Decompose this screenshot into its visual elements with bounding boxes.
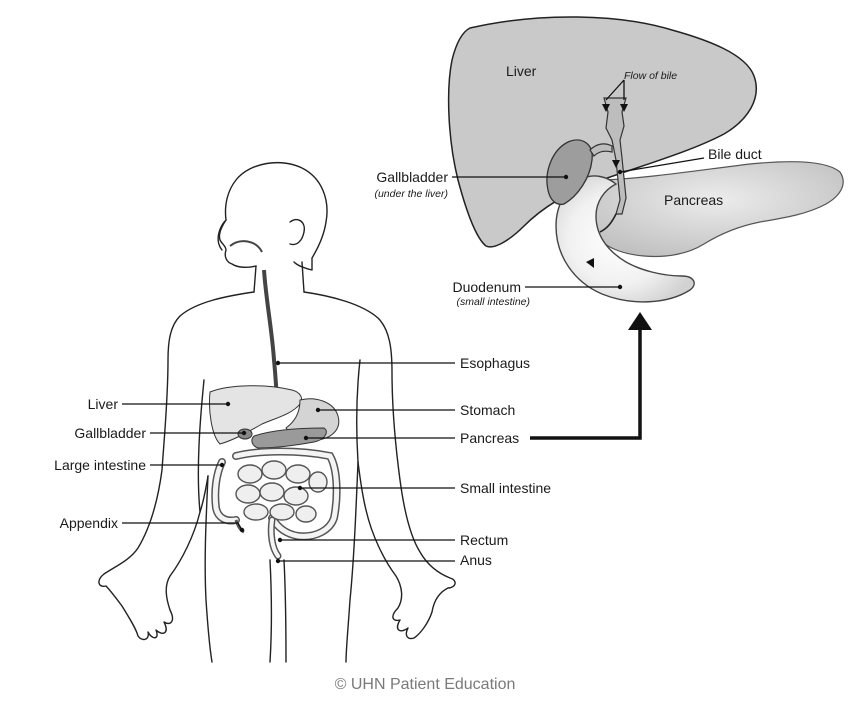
detail-label-group: Liver Flow of bile Gallbladder (under th… <box>374 63 761 308</box>
detail-illustration <box>447 16 844 303</box>
torso-outline <box>98 291 255 641</box>
human-figure <box>98 161 456 663</box>
label-liver: Liver <box>88 396 119 412</box>
label-rectum: Rectum <box>460 532 508 548</box>
detail-duodenum <box>555 175 695 303</box>
label-gallbladder: Gallbladder <box>74 425 146 441</box>
detail-label-pancreas: Pancreas <box>664 192 723 208</box>
label-esophagus: Esophagus <box>460 355 530 371</box>
detail-pancreas <box>590 161 844 258</box>
body-label-group: Liver Gallbladder Large intestine Append… <box>54 355 551 568</box>
copyright-credit: © UHN Patient Education <box>334 676 516 693</box>
detail-label-liver: Liver <box>506 63 537 79</box>
detail-label-flow-of-bile: Flow of bile <box>624 70 677 82</box>
body-liver <box>209 385 303 445</box>
flow-leaders <box>605 79 625 101</box>
detail-connector-arrow <box>530 312 652 440</box>
face-outline <box>218 219 257 269</box>
detail-gallbladder <box>546 139 593 206</box>
detail-bile-ducts <box>589 97 627 215</box>
detail-label-gallbladder-note: (under the liver) <box>374 188 448 200</box>
flow-arrows <box>586 104 628 268</box>
detail-label-gallbladder: Gallbladder <box>376 169 448 185</box>
detail-leaders <box>452 157 705 290</box>
body-organs <box>209 240 341 560</box>
label-small-intestine: Small intestine <box>460 480 551 496</box>
label-appendix: Appendix <box>60 515 118 531</box>
head-outline <box>217 161 328 271</box>
detail-label-duodenum-note: (small intestine) <box>456 296 530 308</box>
body-leaders <box>122 360 455 564</box>
neck-outline <box>253 265 257 293</box>
label-anus: Anus <box>460 552 492 568</box>
ear-outline <box>289 218 305 246</box>
body-small-intestine <box>235 460 328 523</box>
detail-label-duodenum: Duodenum <box>453 279 522 295</box>
label-pancreas: Pancreas <box>460 430 519 446</box>
esophagus-shape <box>262 269 280 403</box>
body-pancreas <box>251 427 327 449</box>
detail-label-bile-duct: Bile duct <box>708 146 762 162</box>
label-stomach: Stomach <box>460 402 515 418</box>
label-large-intestine: Large intestine <box>54 457 146 473</box>
